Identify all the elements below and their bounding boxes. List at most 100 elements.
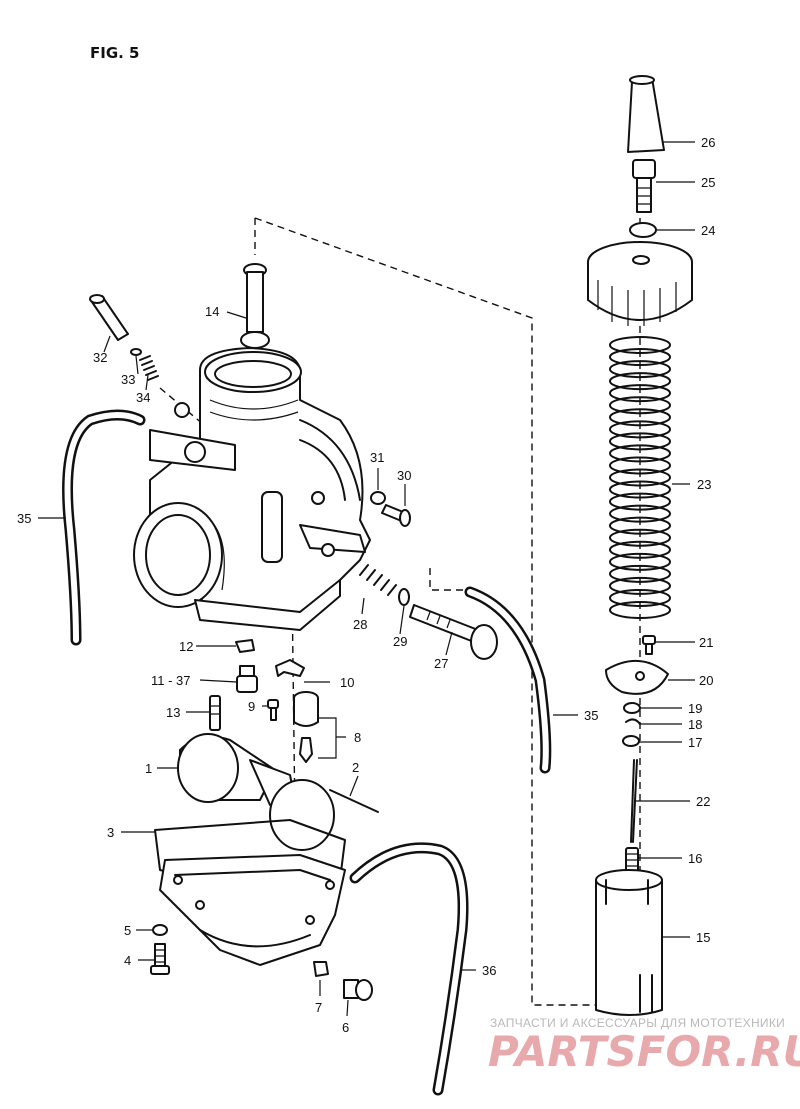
spring-coil [609,408,671,427]
screw-30-part [381,504,411,527]
callout-10: 10 [340,675,354,690]
carburetor-body [133,263,371,631]
washer-12-part [235,639,255,653]
washer-19-part [623,702,641,714]
clip-18-part [625,718,641,725]
spring-coil [609,444,671,463]
callout-12: 12 [179,639,193,654]
watermark-caption: ЗАПЧАСТИ И АКСЕССУАРЫ ДЛЯ МОТОТЕХНИКИ [490,1016,785,1030]
spring-coil [609,396,671,415]
float-part [177,733,335,851]
spring-coil [609,504,671,523]
float-arm-plate-part [275,659,305,677]
spring-coil [609,372,671,391]
rubber-cap-part [627,75,665,153]
callout-25: 25 [701,175,715,190]
spring-coil [609,540,671,559]
callout-36: 36 [482,963,496,978]
spring-coil [609,516,671,535]
plug-7-part [313,961,329,977]
callout-23: 23 [697,477,711,492]
lock-nut-part [629,222,657,238]
callout-3: 3 [107,825,114,840]
spring-coil [609,492,671,511]
spring-coil [609,480,671,499]
spring-coil [609,384,671,403]
callout-17: 17 [688,735,702,750]
callout-18: 18 [688,717,702,732]
callout-35-left: 35 [17,511,31,526]
spring-coil [609,348,671,367]
throttle-valve-part [595,869,663,1016]
jet-needle-part [630,759,638,843]
float-bowl-section [150,639,379,1001]
callout-6: 6 [342,1020,349,1035]
callout-9: 9 [248,699,255,714]
spring-coil [609,456,671,475]
screw-9-part [267,699,279,721]
drain-tube [349,842,469,1096]
screw-4-part [150,943,170,975]
callout-33: 33 [121,372,135,387]
callout-31: 31 [370,450,384,465]
cable-adjuster-part [632,159,656,213]
callout-15: 15 [696,930,710,945]
callout-4: 4 [124,953,131,968]
callout-35-right: 35 [584,708,598,723]
spring-coil [609,336,671,354]
drain-screw-part [343,979,373,1001]
spring-coil [609,564,671,583]
starter-plunger-part [240,263,270,349]
pilot-jet-part [209,695,221,731]
spring-coil [609,576,671,595]
watermark: ЗАПЧАСТИ И АКСЕССУАРЫ ДЛЯ МОТОТЕХНИКИ PA… [488,1016,800,1076]
spring-coil [609,468,671,487]
callout-20: 20 [699,673,713,688]
callout-24: 24 [701,223,715,238]
spring-coil [609,360,671,379]
needle-valve-part [293,691,319,763]
spring-coil [609,552,671,571]
leader-lines [38,141,695,1017]
callout-28: 28 [353,617,367,632]
callout-26: 26 [701,135,715,150]
callout-11-37: 11 - 37 [151,673,191,688]
spring-coil [609,432,671,451]
washer-5-part [152,924,168,936]
spring-coil [609,420,671,439]
callout-8: 8 [354,730,361,745]
callout-21: 21 [699,635,713,650]
spring-coil [609,528,671,547]
throttle-spring-part [609,336,671,619]
callout-13: 13 [166,705,180,720]
spring-coil [609,588,671,607]
washer-17-part [622,735,640,747]
callout-1: 1 [145,761,152,776]
callout-14: 14 [205,304,219,319]
callout-29: 29 [393,634,407,649]
callout-7: 7 [315,1000,322,1015]
callout-16: 16 [688,851,702,866]
callout-2: 2 [352,760,359,775]
idle-spring-part [359,564,397,596]
float-pin-part [329,789,379,813]
air-screw-assembly [89,294,159,381]
carburetor-top-cap-part [587,241,693,326]
needle-spring-part [625,847,639,873]
callout-labels: 26 25 24 23 21 20 19 18 17 22 16 15 14 3… [17,135,715,1035]
figure-title: FIG. 5 [90,44,140,62]
watermark-logo: PARTSFOR.RU [488,1027,800,1076]
washer-29-part [398,588,410,606]
callout-30: 30 [397,468,411,483]
screw-21-part [642,635,656,655]
retainer-plate-part [605,659,669,695]
callout-22: 22 [696,794,710,809]
callout-5: 5 [124,923,131,938]
callout-27: 27 [434,656,448,671]
idle-screw-part [409,604,498,660]
callout-19: 19 [688,701,702,716]
overflow-tube-left [62,409,146,646]
main-jet-part [236,665,258,693]
air-screw-spring-part [139,355,159,381]
throttle-stack [587,75,693,1016]
